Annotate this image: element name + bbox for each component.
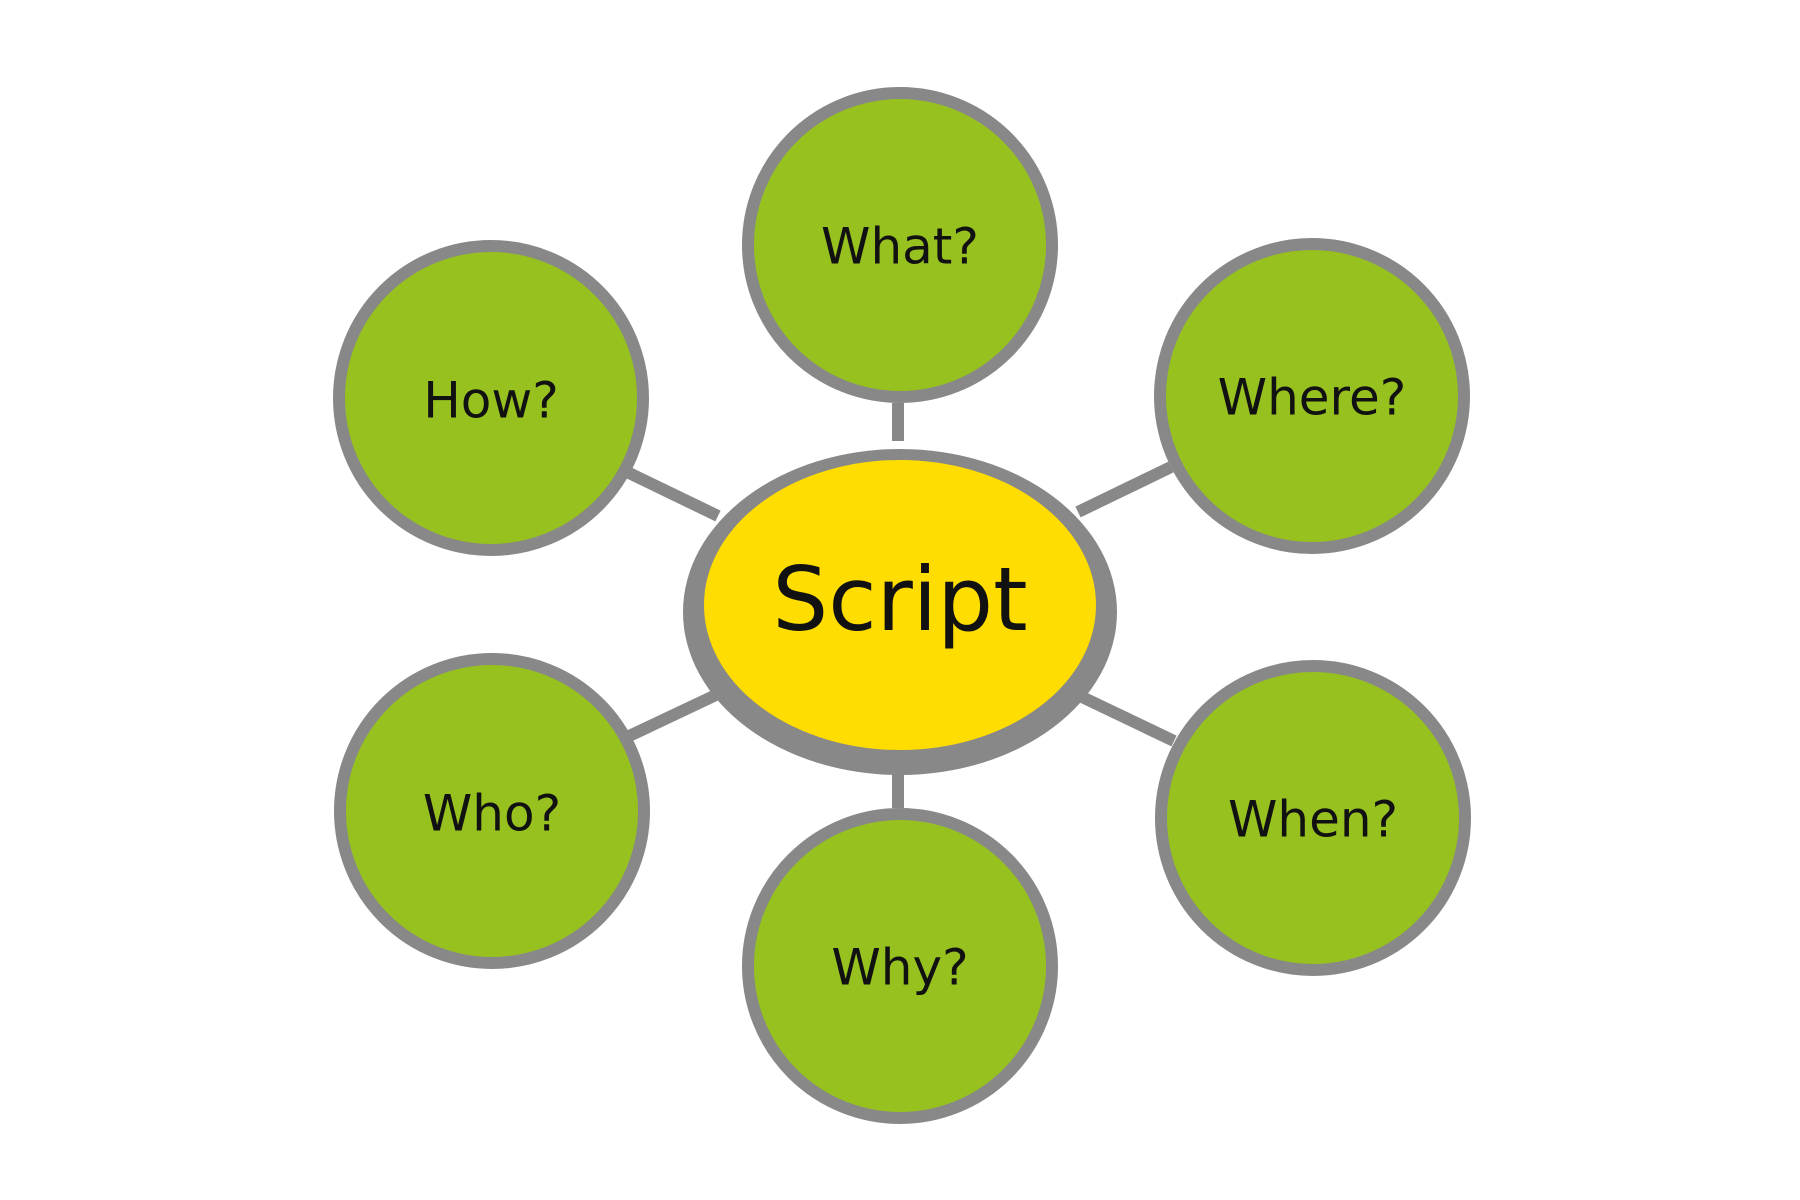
connector-who (624, 688, 721, 743)
node-where: Where? (1154, 238, 1470, 554)
connector-where (1075, 461, 1174, 518)
node-who: Who? (334, 653, 650, 969)
center-node: Script (683, 449, 1117, 775)
node-what-circle (742, 87, 1058, 403)
node-who-label: Who? (423, 785, 561, 843)
node-when: When? (1155, 660, 1471, 976)
connectors (624, 403, 1177, 808)
node-when-circle (1155, 660, 1471, 976)
center-node-label: Script (772, 548, 1027, 651)
center-node-ellipse (696, 452, 1104, 758)
node-why-circle (742, 808, 1058, 1124)
node-who-circle (334, 653, 650, 969)
node-why-label: Why? (831, 939, 968, 997)
node-when-label: When? (1228, 791, 1398, 849)
node-why: Why? (742, 808, 1058, 1124)
node-how-label: How? (423, 372, 559, 430)
node-where-circle (1154, 238, 1470, 554)
connector-when (1079, 691, 1177, 747)
node-how-circle (333, 240, 649, 556)
node-what-label: What? (821, 218, 979, 276)
node-what: What? (742, 87, 1058, 403)
node-how: How? (333, 240, 649, 556)
connector-how (624, 466, 721, 522)
node-where-label: Where? (1218, 369, 1407, 427)
